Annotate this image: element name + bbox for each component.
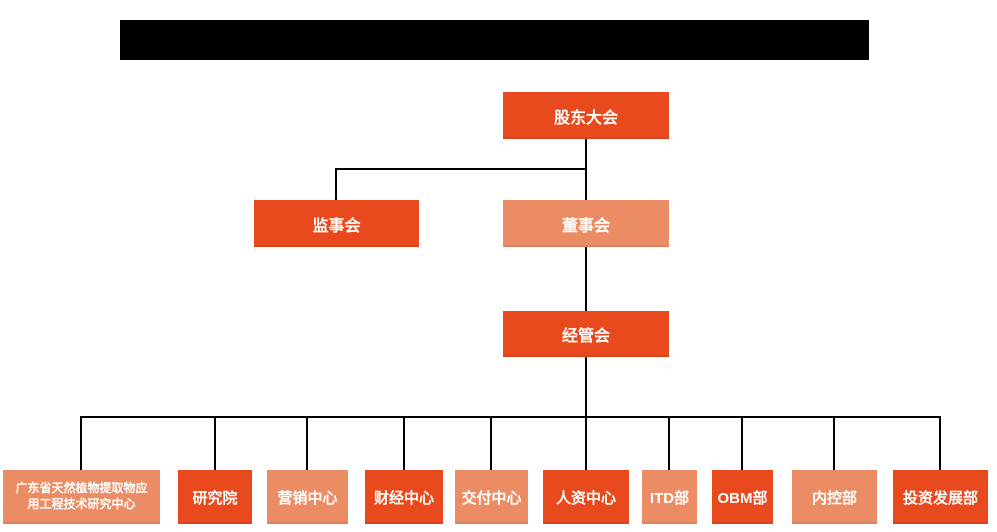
node-label: 股东大会 [553, 109, 618, 127]
connector-management-to-bus [585, 357, 587, 416]
dept-label: 广东省天然植物提取物应 用工程技术研究中心 [15, 481, 148, 511]
dept-investment-development: 投资发展部 [893, 470, 988, 524]
connector-stub [214, 416, 216, 470]
dept-hr-center: 人资中心 [543, 470, 629, 524]
dept-label: 人资中心 [555, 489, 616, 507]
dept-marketing-center: 营销中心 [267, 470, 348, 524]
node-management-committee: 经管会 [503, 311, 669, 357]
connector-branch-horizontal [335, 168, 587, 170]
dept-label: 内控部 [811, 489, 857, 507]
connector-stub [585, 416, 587, 470]
dept-label: 投资发展部 [902, 489, 978, 507]
dept-research-center: 广东省天然植物提取物应 用工程技术研究中心 [3, 470, 160, 524]
node-supervisory-board: 监事会 [254, 200, 419, 247]
connector-board-to-management [585, 247, 587, 311]
connector-stub [403, 416, 405, 470]
dept-internal-control: 内控部 [792, 470, 877, 524]
connector-bus-horizontal [80, 416, 941, 418]
connector-stub [833, 416, 835, 470]
node-label: 监事会 [312, 217, 361, 235]
connector-stub [80, 416, 82, 470]
connector-stub [490, 416, 492, 470]
dept-label: 营销中心 [277, 489, 338, 507]
dept-finance-center: 财经中心 [365, 470, 443, 524]
dept-label: OBM部 [717, 489, 768, 507]
dept-label: 交付中心 [461, 489, 522, 507]
dept-label: 财经中心 [373, 489, 434, 507]
title-redacted-bar [120, 20, 869, 60]
dept-label: 研究院 [192, 489, 238, 507]
connector-stub [741, 416, 743, 470]
connector-stub [306, 416, 308, 470]
dept-research-institute: 研究院 [178, 470, 252, 524]
dept-itd: ITD部 [642, 470, 697, 524]
connector-branch-to-supervisory [335, 168, 337, 200]
connector-stub [668, 416, 670, 470]
dept-delivery-center: 交付中心 [455, 470, 528, 524]
node-label: 董事会 [561, 217, 610, 235]
node-shareholders-meeting: 股东大会 [503, 92, 669, 139]
connector-stub [939, 416, 941, 470]
node-board-of-directors: 董事会 [503, 200, 669, 247]
dept-label: ITD部 [649, 489, 690, 507]
dept-obm: OBM部 [712, 470, 773, 524]
node-label: 经管会 [561, 328, 610, 345]
